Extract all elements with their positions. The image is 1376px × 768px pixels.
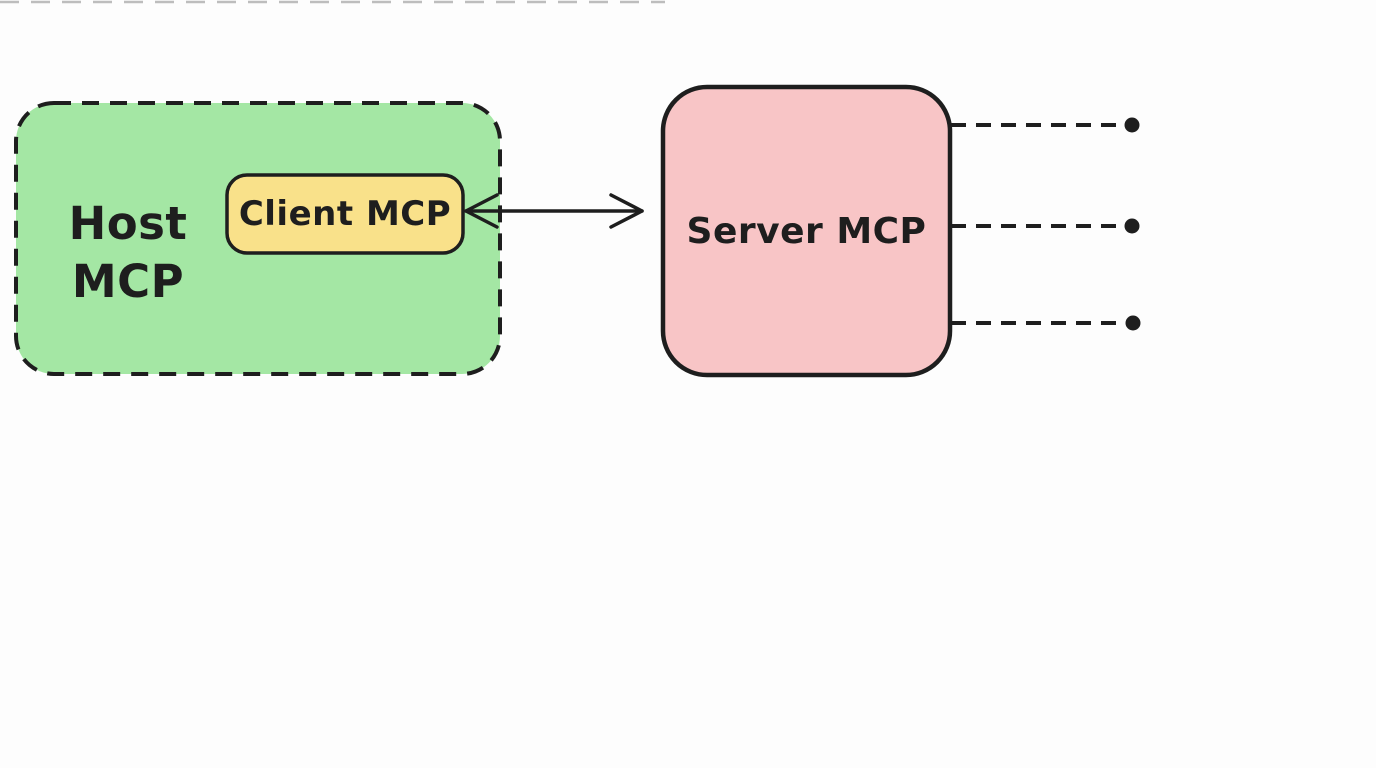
server-link-dot-icon <box>1124 117 1140 133</box>
bidirectional-arrow <box>464 193 644 229</box>
server-mcp-box <box>660 84 953 378</box>
server-link-dot-icon <box>1124 218 1140 234</box>
server-link-dot-icon <box>1125 315 1141 331</box>
arrowhead-left-icon <box>464 193 499 229</box>
server-link-1 <box>951 117 1140 133</box>
server-link-2 <box>951 218 1140 234</box>
server-link-3 <box>951 315 1141 331</box>
client-mcp-box <box>225 173 465 255</box>
arrowhead-right-icon <box>609 193 644 229</box>
